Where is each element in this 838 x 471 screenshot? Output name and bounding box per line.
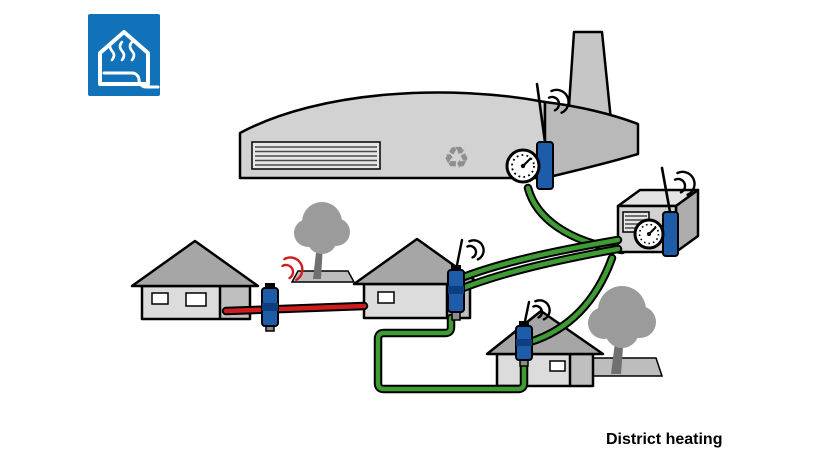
signal-waves-icon — [466, 239, 485, 261]
substation-signal-waves-icon — [673, 170, 696, 196]
tree-icon — [290, 202, 356, 283]
door — [185, 292, 207, 307]
window — [377, 291, 395, 304]
plant-antenna-icon — [535, 82, 547, 144]
tree-icon — [576, 286, 664, 377]
recycle-icon: ♻ — [443, 142, 470, 175]
signal-waves-red-icon — [281, 256, 304, 282]
heating-plant: ♻ — [238, 30, 640, 190]
pipe-plant-to-substation — [523, 183, 627, 255]
district-pipes-green — [375, 237, 621, 392]
caption: District heating — [606, 431, 723, 448]
vent-grille-icon — [251, 141, 381, 170]
window — [151, 292, 169, 305]
roof — [130, 239, 260, 288]
substation-antenna-icon — [660, 166, 672, 214]
district-heating-logo — [88, 14, 160, 96]
heat-meter-center — [447, 238, 485, 321]
signal-waves-icon — [532, 299, 551, 321]
heat-meter-bottom — [515, 299, 551, 367]
valve-meter-left — [261, 256, 304, 332]
heated-house-icon — [98, 30, 160, 89]
house-bottom — [485, 309, 605, 388]
substation — [616, 166, 700, 257]
window — [549, 360, 566, 372]
plant-heat-meter — [505, 141, 554, 190]
plant-signal-waves-icon — [547, 88, 570, 114]
substation-heat-meter — [633, 211, 679, 257]
plant-side — [543, 100, 640, 180]
service-pipe-red — [221, 301, 369, 316]
